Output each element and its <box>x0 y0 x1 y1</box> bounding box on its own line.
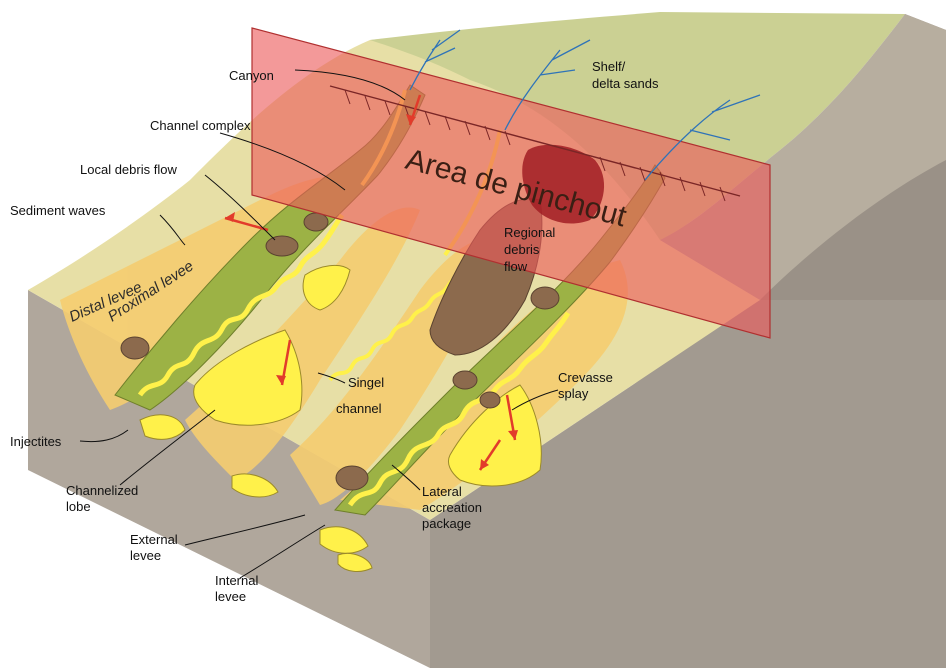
label-channelized-2: lobe <box>66 499 91 514</box>
label-regional-2: debris <box>504 242 540 257</box>
debris-blob-7 <box>480 392 500 408</box>
debris-blob-6 <box>336 466 368 490</box>
debris-blob-3 <box>121 337 149 359</box>
debris-blob-2 <box>304 213 328 231</box>
label-injectites: Injectites <box>10 434 62 449</box>
label-external-1: External <box>130 532 178 547</box>
debris-blob-5 <box>531 287 559 309</box>
label-lateral-1: Lateral <box>422 484 462 499</box>
label-regional-1: Regional <box>504 225 555 240</box>
label-channelized-1: Channelized <box>66 483 138 498</box>
label-external-2: levee <box>130 548 161 563</box>
label-crevasse-1: Crevasse <box>558 370 613 385</box>
label-singel-2: channel <box>336 401 382 416</box>
label-singel-1: Singel <box>348 375 384 390</box>
label-local-debris-flow: Local debris flow <box>80 162 177 177</box>
label-sediment-waves: Sediment waves <box>10 203 106 218</box>
label-canyon: Canyon <box>229 68 274 83</box>
label-shelf-1: Shelf/ <box>592 59 626 74</box>
label-lateral-3: package <box>422 516 471 531</box>
label-crevasse-2: splay <box>558 386 589 401</box>
debris-blob-1 <box>266 236 298 256</box>
label-internal-1: Internal <box>215 573 258 588</box>
label-channel-complex: Channel complex <box>150 118 251 133</box>
label-shelf-2: delta sands <box>592 76 659 91</box>
label-internal-2: levee <box>215 589 246 604</box>
label-lateral-2: accreation <box>422 500 482 515</box>
label-regional-3: flow <box>504 259 528 274</box>
debris-blob-4 <box>453 371 477 389</box>
